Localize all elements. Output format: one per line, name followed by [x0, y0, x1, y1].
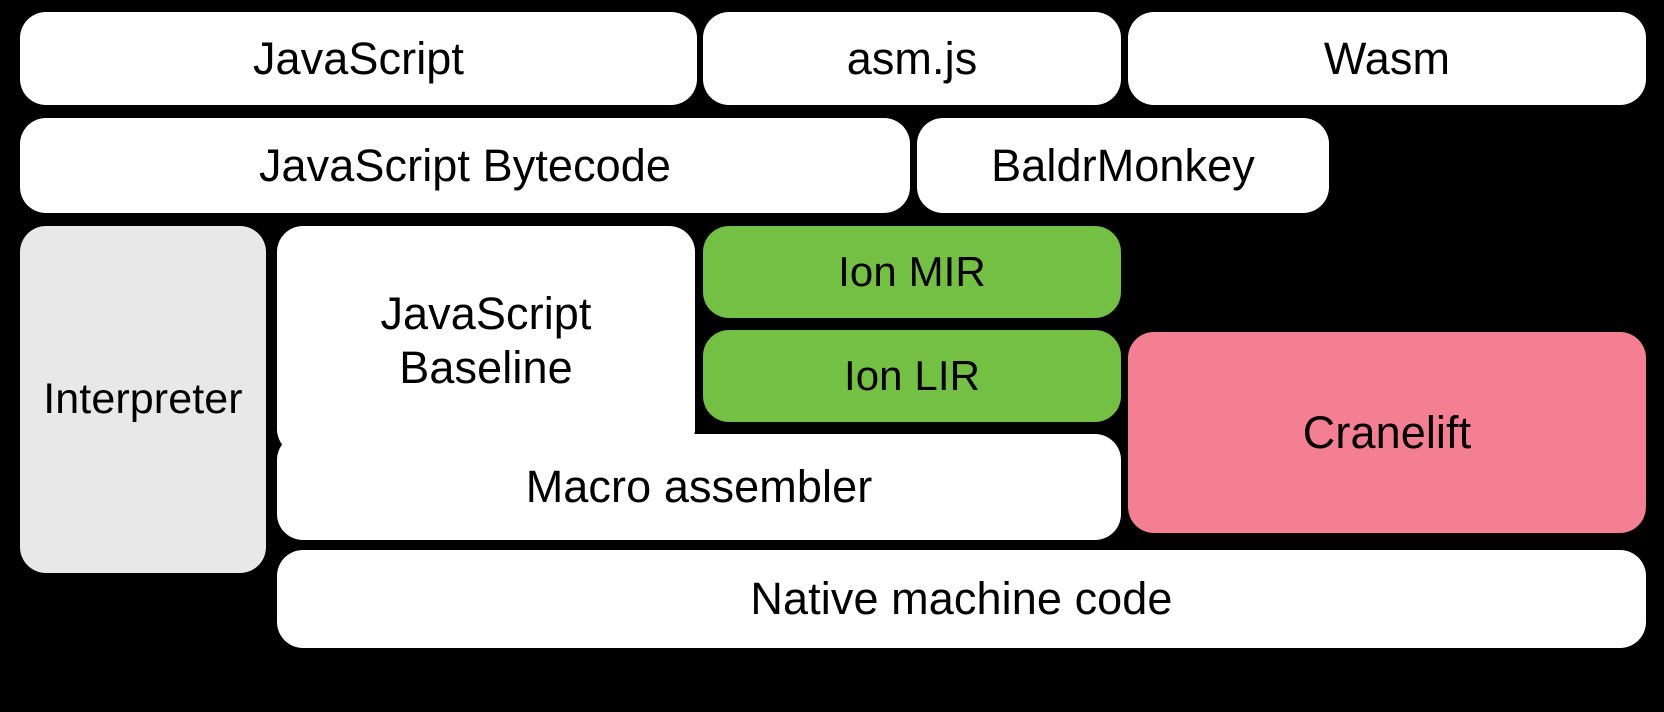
node-javascript[interactable]: JavaScript — [20, 12, 697, 105]
node-ion-lir[interactable]: Ion LIR — [703, 330, 1121, 422]
node-macro-assembler[interactable]: Macro assembler — [277, 434, 1121, 540]
node-baldrmonkey[interactable]: BaldrMonkey — [917, 118, 1329, 213]
node-asm-js[interactable]: asm.js — [703, 12, 1121, 105]
node-interpreter-label: Interpreter — [43, 375, 243, 424]
node-cranelift-label: Cranelift — [1302, 406, 1472, 458]
node-javascript-bytecode-label: JavaScript Bytecode — [258, 139, 672, 191]
node-ion-mir[interactable]: Ion MIR — [703, 226, 1121, 318]
node-cranelift[interactable]: Cranelift — [1128, 332, 1646, 533]
node-javascript-baseline[interactable]: JavaScript Baseline — [277, 226, 695, 455]
node-ion-mir-label: Ion MIR — [838, 248, 986, 296]
node-interpreter[interactable]: Interpreter — [20, 226, 266, 573]
node-baldrmonkey-label: BaldrMonkey — [991, 139, 1255, 191]
node-javascript-bytecode[interactable]: JavaScript Bytecode — [20, 118, 910, 213]
node-asm-js-label: asm.js — [846, 32, 978, 84]
node-ion-lir-label: Ion LIR — [843, 352, 981, 400]
node-native-machine-code[interactable]: Native machine code — [277, 550, 1646, 648]
node-javascript-baseline-label: JavaScript Baseline — [380, 288, 592, 393]
node-native-machine-code-label: Native machine code — [750, 573, 1173, 625]
node-javascript-label: JavaScript — [252, 32, 465, 84]
node-macro-assembler-label: Macro assembler — [525, 461, 873, 513]
node-wasm[interactable]: Wasm — [1128, 12, 1646, 105]
node-wasm-label: Wasm — [1323, 32, 1451, 84]
